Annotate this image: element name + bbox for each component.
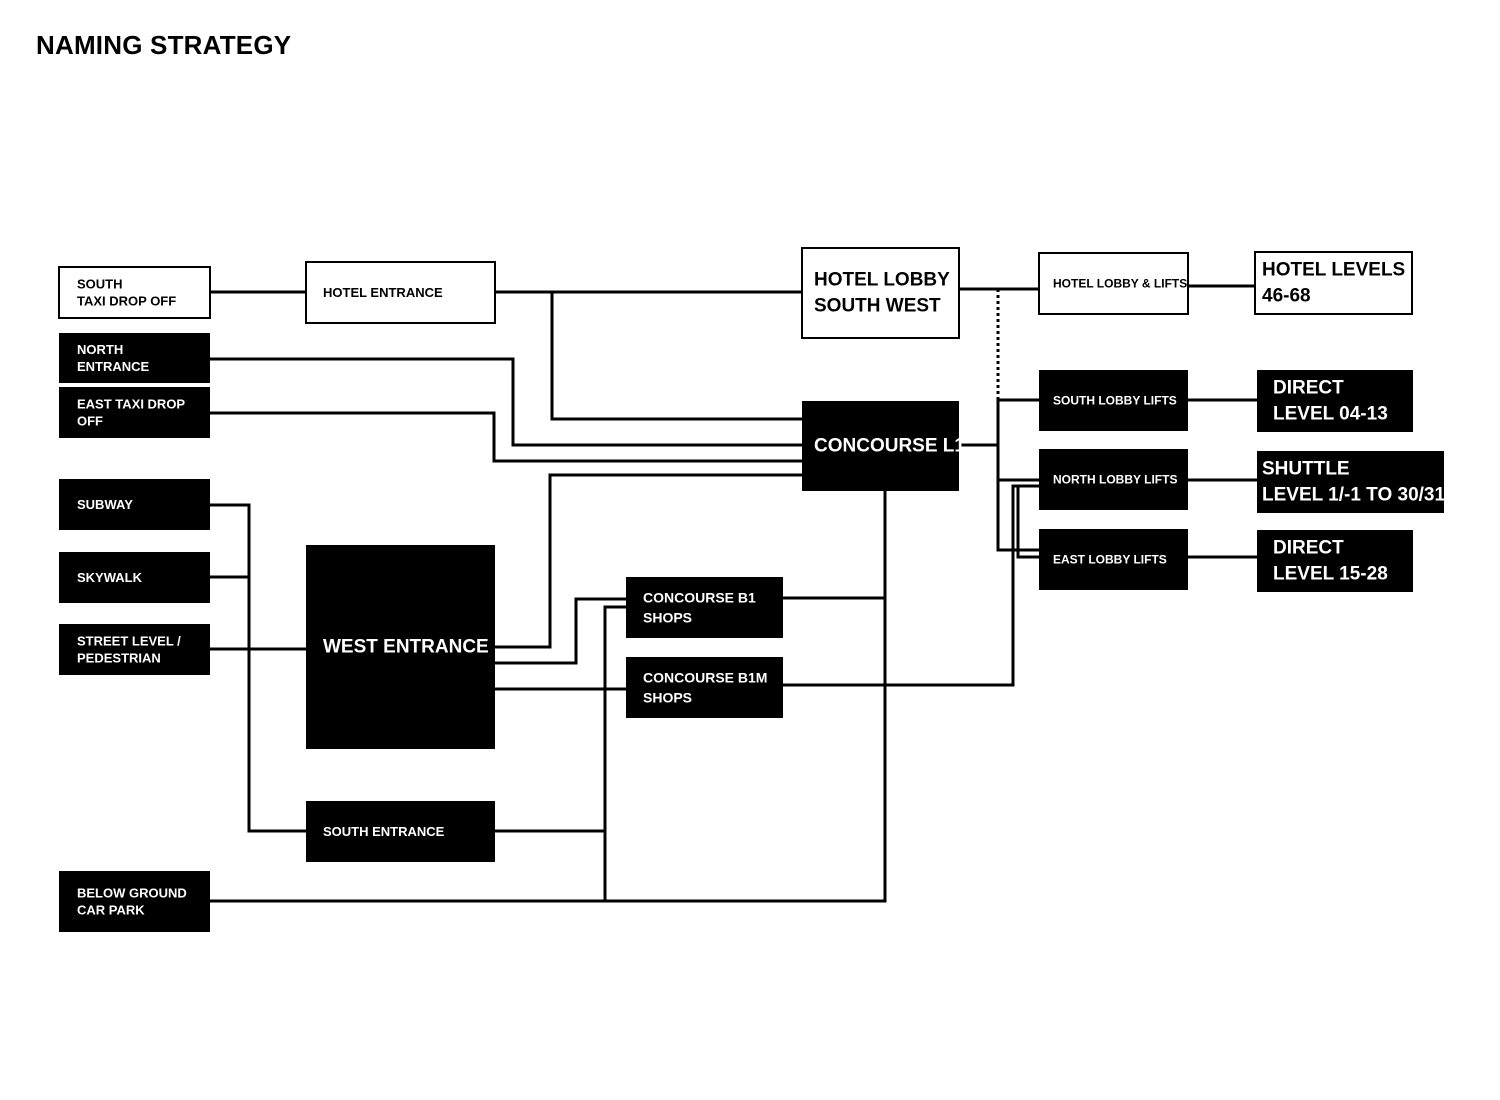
node-box-hotel-lobby-south-west [801, 247, 960, 339]
node-label-below-ground-car-park-line-2: CAR PARK [77, 903, 145, 918]
node-concourse-b1m-shops: CONCOURSE B1M SHOPS [626, 657, 783, 718]
node-label-skywalk-line-1: SKYWALK [77, 570, 143, 585]
node-label-hotel-levels-line-2: 46-68 [1262, 286, 1311, 307]
node-subway: SUBWAY [59, 479, 210, 530]
node-east-lobby-lifts: EAST LOBBY LIFTS [1039, 529, 1188, 590]
node-box-hotel-lobby-and-lifts [1038, 252, 1189, 315]
node-south-lobby-lifts: SOUTH LOBBY LIFTS [1039, 370, 1188, 431]
node-box-skywalk [59, 552, 210, 603]
node-box-direct-level-04-13 [1257, 370, 1413, 432]
node-label-east-lobby-lifts-line-1: EAST LOBBY LIFTS [1053, 553, 1167, 567]
node-label-shuttle-level-line-2: LEVEL 1/-1 TO 30/31 [1262, 485, 1445, 506]
node-box-subway [59, 479, 210, 530]
node-label-north-entrance-line-1: NORTH [77, 342, 123, 357]
node-box-concourse-b1m-shops [626, 657, 783, 718]
node-label-south-lobby-lifts-line-1: SOUTH LOBBY LIFTS [1053, 394, 1177, 408]
node-hotel-lobby-and-lifts: HOTEL LOBBY & LIFTS [1038, 252, 1189, 315]
connector-north-entrance-to-concourse-l1 [208, 357, 804, 447]
node-box-shuttle-level [1257, 451, 1444, 513]
node-street-level-pedestrian: STREET LEVEL / PEDESTRIAN [59, 624, 210, 675]
node-label-direct-level-15-28-line-2: LEVEL 15-28 [1273, 564, 1388, 585]
connector-hotel-entrance-to-concourse-l1 [550, 290, 804, 421]
node-label-below-ground-car-park-line-1: BELOW GROUND [77, 886, 187, 901]
node-south-taxi-drop-off: SOUTH TAXI DROP OFF [58, 266, 211, 319]
node-label-north-lobby-lifts-line-1: NORTH LOBBY LIFTS [1053, 473, 1177, 487]
nodes: SOUTH TAXI DROP OFF NORTH ENTRANCE EAST TAXI… [58, 247, 1445, 932]
node-box-below-ground-car-park [59, 871, 210, 932]
node-north-entrance: NORTH ENTRANCE [59, 333, 210, 383]
node-label-concourse-b1m-shops-line-1: CONCOURSE B1M [643, 670, 767, 686]
node-box-south-lobby-lifts [1039, 370, 1188, 431]
node-box-west-entrance [306, 545, 495, 749]
node-east-taxi-drop-off: EAST TAXI DROP OFF [59, 387, 210, 438]
node-box-east-lobby-lifts [1039, 529, 1188, 590]
node-label-hotel-lobby-south-west-line-1: HOTEL LOBBY [814, 270, 950, 291]
node-label-hotel-lobby-south-west-line-2: SOUTH WEST [814, 296, 941, 317]
node-south-entrance: SOUTH ENTRANCE [306, 801, 495, 862]
node-label-direct-level-15-28-line-1: DIRECT [1273, 538, 1344, 559]
node-box-north-lobby-lifts [1039, 449, 1188, 510]
connector-concourse-l1-to-east-lobby-lifts [996, 478, 1041, 552]
node-box-east-taxi-drop-off [59, 387, 210, 438]
node-box-south-entrance [306, 801, 495, 862]
node-label-hotel-levels-line-1: HOTEL LEVELS [1262, 260, 1405, 281]
connector-concourse-b1m-shops-to-north-lobby-lifts [781, 484, 1041, 687]
node-west-entrance: WEST ENTRANCE [306, 545, 495, 749]
node-shuttle-level: SHUTTLE LEVEL 1/-1 TO 30/31 [1257, 451, 1445, 513]
node-label-west-entrance-line-1: WEST ENTRANCE [323, 637, 489, 658]
node-label-shuttle-level-line-1: SHUTTLE [1262, 459, 1350, 480]
node-below-ground-car-park: BELOW GROUND CAR PARK [59, 871, 210, 932]
connector-west-entrance-to-concourse-b1-shops [493, 597, 628, 665]
connector-concourse-l1-to-north-lobby-lifts [996, 443, 1041, 482]
connector-west-entrance-to-concourse-l1 [493, 473, 804, 649]
node-label-street-level-pedestrian-line-2: PEDESTRIAN [77, 651, 161, 666]
node-box-concourse-l1 [802, 401, 959, 491]
node-box-direct-level-15-28 [1257, 530, 1413, 592]
node-north-lobby-lifts: NORTH LOBBY LIFTS [1039, 449, 1188, 510]
connector-east-taxi-drop-off-to-concourse-l1 [208, 411, 804, 463]
node-box-concourse-b1-shops [626, 577, 783, 638]
node-box-hotel-entrance [305, 261, 496, 324]
connector-concourse-l1-to-south-lobby-lifts [957, 398, 1041, 447]
connectors [208, 284, 1259, 903]
node-label-street-level-pedestrian-line-1: STREET LEVEL / [77, 634, 181, 649]
node-label-south-entrance-line-1: SOUTH ENTRANCE [323, 824, 445, 839]
connector-bus-3 [1016, 484, 1041, 559]
node-label-hotel-lobby-and-lifts-line-1: HOTEL LOBBY & LIFTS [1053, 277, 1187, 291]
node-skywalk: SKYWALK [59, 552, 210, 603]
node-label-south-taxi-drop-off-line-2: TAXI DROP OFF [77, 294, 176, 309]
node-label-south-taxi-drop-off-line-1: SOUTH [77, 277, 123, 292]
node-label-concourse-l1-line-1: CONCOURSE L1 [814, 436, 965, 457]
node-label-direct-level-04-13-line-1: DIRECT [1273, 378, 1344, 399]
node-label-subway-line-1: SUBWAY [77, 497, 133, 512]
page-title: NAMING STRATEGY [36, 30, 292, 60]
node-box-hotel-levels [1254, 251, 1413, 315]
connector-subway-to-south-entrance [247, 647, 308, 833]
node-label-hotel-entrance-line-1: HOTEL ENTRANCE [323, 285, 443, 300]
node-hotel-levels: HOTEL LEVELS 46-68 [1254, 251, 1413, 315]
node-box-south-taxi-drop-off [58, 266, 211, 319]
node-label-concourse-b1-shops-line-2: SHOPS [643, 610, 692, 626]
node-label-concourse-b1-shops-line-1: CONCOURSE B1 [643, 590, 756, 606]
node-label-concourse-b1m-shops-line-2: SHOPS [643, 690, 692, 706]
node-hotel-entrance: HOTEL ENTRANCE [305, 261, 496, 324]
node-box-street-level-pedestrian [59, 624, 210, 675]
node-label-east-taxi-drop-off-line-2: OFF [77, 414, 103, 429]
node-direct-level-04-13: DIRECT LEVEL 04-13 [1257, 370, 1413, 432]
node-hotel-lobby-south-west: HOTEL LOBBY SOUTH WEST [801, 247, 960, 339]
node-box-north-entrance [59, 333, 210, 383]
node-label-east-taxi-drop-off-line-1: EAST TAXI DROP [77, 397, 185, 412]
node-concourse-l1: CONCOURSE L1 [802, 401, 965, 491]
node-label-north-entrance-line-2: ENTRANCE [77, 359, 150, 374]
node-label-direct-level-04-13-line-2: LEVEL 04-13 [1273, 404, 1388, 425]
node-concourse-b1-shops: CONCOURSE B1 SHOPS [626, 577, 783, 638]
node-direct-level-15-28: DIRECT LEVEL 15-28 [1257, 530, 1413, 592]
